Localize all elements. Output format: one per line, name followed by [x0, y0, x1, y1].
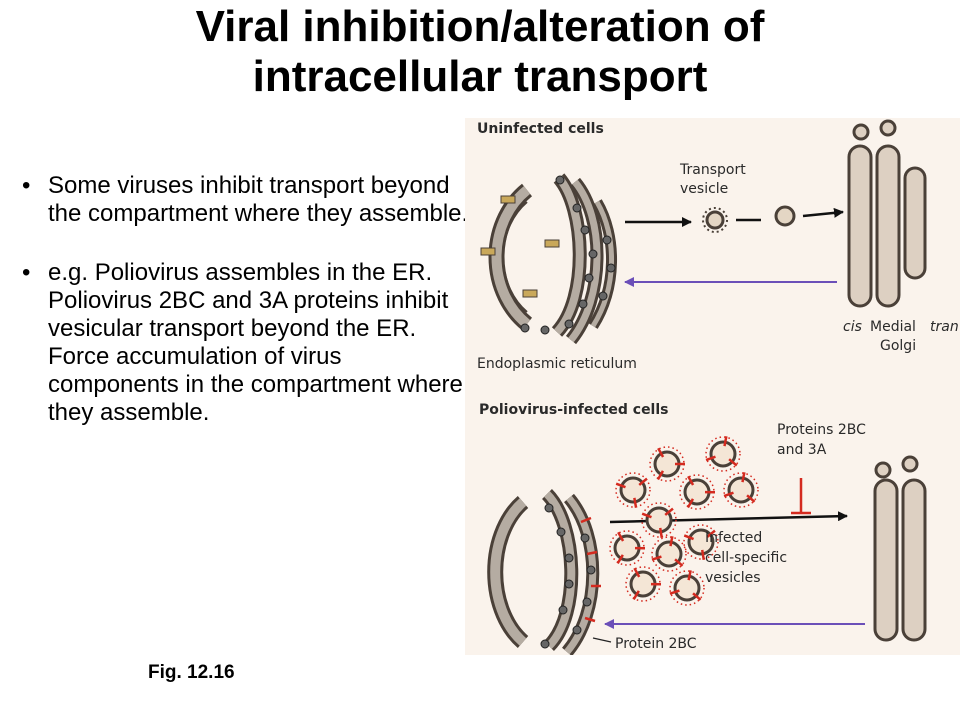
- title-line-1: Viral inhibition/alteration of: [195, 2, 765, 51]
- golgi-uninfected: [847, 119, 927, 308]
- ribosomes-uninfected: [520, 175, 616, 335]
- infected-vesicle: [649, 446, 685, 482]
- transport-vesicle: [774, 205, 796, 227]
- infected-vesicle: [723, 472, 759, 508]
- uninfected-heading: Uninfected cells: [477, 121, 604, 137]
- figure-caption: Fig. 12.16: [148, 662, 235, 683]
- infected-vesicle: [705, 436, 741, 472]
- infected-vesicles-label-2: cell-specific: [705, 550, 787, 566]
- protein-2bc-label: Protein 2BC: [615, 636, 697, 652]
- infected-vesicle-cluster: [609, 436, 759, 606]
- golgi-medial-label: Medial: [870, 319, 916, 335]
- infected-vesicle: [609, 530, 646, 566]
- transport-vesicle-label-2: vesicle: [680, 181, 728, 197]
- proteins-label-2: and 3A: [777, 442, 827, 458]
- infected-vesicle: [669, 570, 705, 606]
- protein-2bc-leader: [592, 637, 612, 643]
- slide-title: Viral inhibition/alteration of intracell…: [0, 2, 960, 102]
- bullet-item-2: e.g. Poliovirus assembles in the ER. Pol…: [22, 259, 470, 427]
- transport-vesicle-label-1: Transport: [679, 162, 746, 178]
- bullet-list: Some viruses inhibit transport beyond th…: [22, 172, 470, 427]
- golgi-infected: [873, 455, 927, 642]
- title-line-2: intracellular transport: [252, 52, 708, 101]
- infected-vesicle: [615, 472, 651, 508]
- bullet-item-1: Some viruses inhibit transport beyond th…: [22, 172, 470, 228]
- er-infected: [487, 489, 600, 655]
- transport-vesicle-coated: [702, 207, 728, 233]
- proteins-label-1: Proteins 2BC: [777, 422, 866, 438]
- figure-panel: Uninfected cells: [465, 118, 960, 655]
- infected-vesicle: [683, 524, 719, 560]
- er-label: Endoplasmic reticulum: [477, 356, 637, 372]
- infected-vesicle: [651, 536, 687, 572]
- transport-diagram: Uninfected cells: [477, 119, 959, 655]
- er-uninfected: [480, 173, 617, 345]
- protein-2bc-marks: [580, 516, 601, 623]
- infected-vesicle: [641, 502, 677, 538]
- golgi-label: Golgi: [880, 338, 916, 354]
- golgi-trans-label: tran: [930, 319, 959, 335]
- infected-heading: Poliovirus-infected cells: [479, 402, 669, 418]
- transport-arrow-3: [802, 207, 844, 218]
- golgi-cis-label: cis: [843, 319, 862, 335]
- infected-vesicles-label-1: Infected: [705, 530, 762, 546]
- infected-vesicle: [679, 474, 716, 510]
- infected-vesicles-label-3: vesicles: [705, 570, 761, 586]
- ribosomes-infected: [540, 503, 596, 649]
- infected-vesicle: [625, 566, 662, 602]
- inhibition-mark: [791, 478, 811, 515]
